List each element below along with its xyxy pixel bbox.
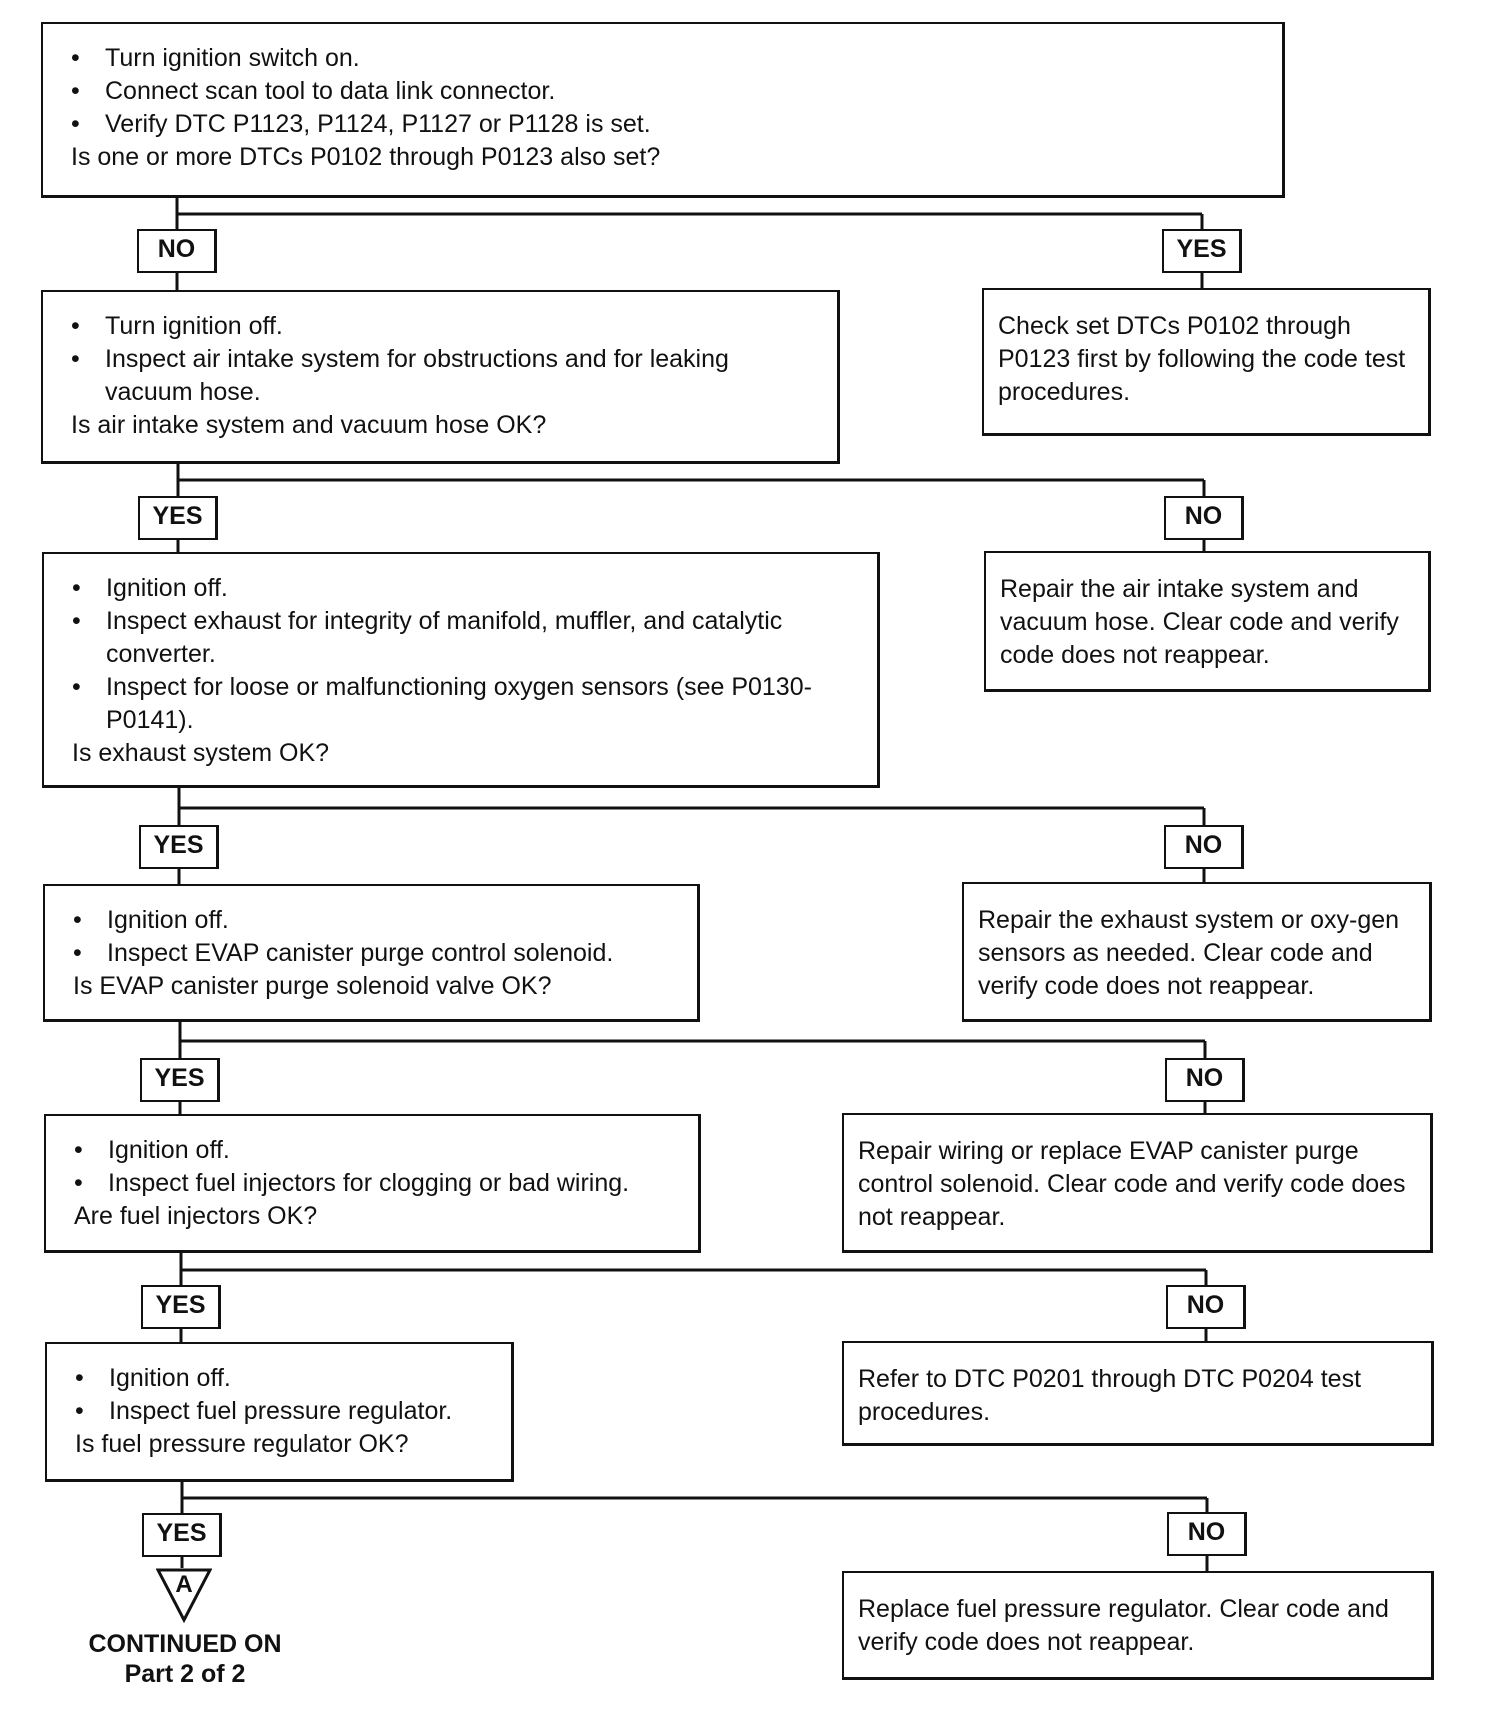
step1-yes-label: YES <box>1162 229 1242 273</box>
step5-bullets: Ignition off. Inspect fuel injectors for… <box>74 1134 682 1200</box>
step1-question: Is one or more DTCs P0102 through P0123 … <box>71 143 661 171</box>
step3-question: Is exhaust system OK? <box>72 739 330 767</box>
step3-no-action: Repair the exhaust system or oxy-gen sen… <box>962 882 1432 1022</box>
step1-bullet-3: Verify DTC P1123, P1124, P1127 or P1128 … <box>71 108 1266 141</box>
step1-bullet-1: Turn ignition switch on. <box>71 42 1266 75</box>
step1-bullets: Turn ignition switch on. Connect scan to… <box>71 42 1266 141</box>
step2-box: Turn ignition off. Inspect air intake sy… <box>41 290 840 464</box>
offpage-connector-letter: A <box>175 1571 193 1598</box>
step4-bullet-1: Ignition off. <box>73 904 681 937</box>
step3-yes-label: YES <box>139 825 219 869</box>
step5-bullet-1: Ignition off. <box>74 1134 682 1167</box>
step3-bullet-3: Inspect for loose or malfunctioning oxyg… <box>72 671 861 737</box>
step1-no-label: NO <box>137 229 217 273</box>
step4-bullet-2: Inspect EVAP canister purge control sole… <box>73 937 681 970</box>
step4-bullets: Ignition off. Inspect EVAP canister purg… <box>73 904 681 970</box>
step4-box: Ignition off. Inspect EVAP canister purg… <box>43 884 700 1022</box>
step2-yes-label: YES <box>138 496 218 540</box>
step2-bullet-1: Turn ignition off. <box>71 310 821 343</box>
step1-yes-action: Check set DTCs P0102 through P0123 first… <box>982 288 1431 436</box>
step6-question: Is fuel pressure regulator OK? <box>75 1430 409 1458</box>
step4-no-action: Repair wiring or replace EVAP canister p… <box>842 1113 1433 1253</box>
step4-question: Is EVAP canister purge solenoid valve OK… <box>73 972 552 1000</box>
step6-yes-label: YES <box>142 1513 222 1557</box>
step1-box: Turn ignition switch on. Connect scan to… <box>41 22 1285 198</box>
step2-no-label: NO <box>1164 496 1244 540</box>
step4-no-label: NO <box>1165 1058 1245 1102</box>
step2-question: Is air intake system and vacuum hose OK? <box>71 411 547 439</box>
continued-line-2: Part 2 of 2 <box>124 1660 246 1688</box>
continued-line-1: CONTINUED ON <box>88 1630 282 1658</box>
continued-note: CONTINUED ON Part 2 of 2 <box>60 1629 310 1689</box>
step2-bullets: Turn ignition off. Inspect air intake sy… <box>71 310 821 409</box>
step6-no-label: NO <box>1167 1512 1247 1556</box>
offpage-connector-triangle-icon <box>156 1568 212 1624</box>
step5-question: Are fuel injectors OK? <box>74 1202 318 1230</box>
step6-bullet-2: Inspect fuel pressure regulator. <box>75 1395 495 1428</box>
step5-box: Ignition off. Inspect fuel injectors for… <box>44 1114 701 1253</box>
step2-no-action: Repair the air intake system and vacuum … <box>984 551 1431 692</box>
step4-yes-label: YES <box>140 1058 220 1102</box>
step5-bullet-2: Inspect fuel injectors for clogging or b… <box>74 1167 682 1200</box>
step6-bullet-1: Ignition off. <box>75 1362 495 1395</box>
step3-bullets: Ignition off. Inspect exhaust for integr… <box>72 572 861 737</box>
step3-bullet-1: Ignition off. <box>72 572 861 605</box>
step3-no-label: NO <box>1164 825 1244 869</box>
step6-box: Ignition off. Inspect fuel pressure regu… <box>45 1342 514 1482</box>
step1-bullet-2: Connect scan tool to data link connector… <box>71 75 1266 108</box>
step5-yes-label: YES <box>141 1285 221 1329</box>
step6-bullets: Ignition off. Inspect fuel pressure regu… <box>75 1362 495 1428</box>
step3-bullet-2: Inspect exhaust for integrity of manifol… <box>72 605 861 671</box>
step6-no-action: Replace fuel pressure regulator. Clear c… <box>842 1571 1434 1680</box>
step2-bullet-2: Inspect air intake system for obstructio… <box>71 343 821 409</box>
step5-no-action: Refer to DTC P0201 through DTC P0204 tes… <box>842 1341 1434 1446</box>
step3-box: Ignition off. Inspect exhaust for integr… <box>42 552 880 788</box>
step5-no-label: NO <box>1166 1285 1246 1329</box>
